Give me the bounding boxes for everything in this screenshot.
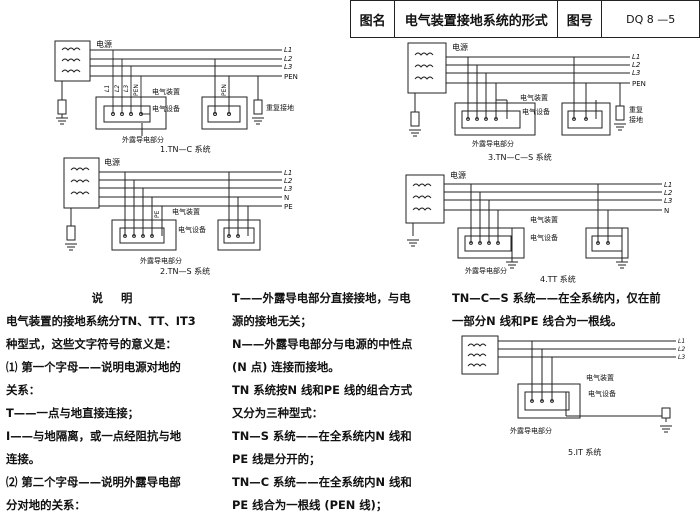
diagram-tns: 电源 L1 L2 L3 N PE PE 电气装置 电气设备 外露导电部分 2.T…: [63, 157, 293, 276]
label-n-4: N: [664, 207, 669, 215]
text-column-1: 说明 电气装置的接地系统分TN、TT、IT3 种型式，这些文字符号的意义是： ⑴ …: [6, 287, 236, 517]
diagram-tt: 电源 L1 L2 L3 N 电气装置 电气设备 外露导电部分 4.TT 系统: [405, 170, 673, 284]
label-l3-4: L3: [664, 197, 672, 205]
label-l2-4: L2: [664, 189, 673, 197]
label-l1-2: L1: [284, 169, 292, 177]
label-device-5: 电气装置: [586, 373, 614, 382]
label-repeat-ground-2b: 接地: [629, 115, 643, 124]
label-pen: PEN: [284, 73, 298, 81]
text.col1-line: ⑴ 第一个字母——说明电源对地的: [6, 360, 181, 374]
label-l3: L3: [284, 63, 292, 71]
transformer-box: [54, 40, 91, 82]
text.col2-line: N——外露导电部分与电源的中性点: [232, 337, 413, 351]
label-equipment: 电气设备: [152, 104, 180, 113]
label-l1-drop: L1: [104, 85, 111, 92]
caption-tnc: 1.TN—C 系统: [160, 144, 211, 154]
diagram-tnc: 电源 L1 L2 L3 PEN L1 L2 L3 PEN 电气装置 电气设备 外…: [54, 39, 298, 154]
heading-notes: 说明: [91, 291, 151, 305]
text.col1-line: 关系：: [6, 383, 41, 397]
label-repeat-ground-1: 重复接地: [266, 103, 294, 112]
label-device-3: 电气装置: [520, 93, 548, 102]
text.col2-line: 源的接地无关；: [232, 314, 312, 328]
text.col2-line: TN—C 系统——在全系统内N 线和: [232, 475, 412, 489]
text.col1-line: ⑵ 第二个字母——说明外露导电部: [6, 475, 181, 489]
label-equipment-3: 电气设备: [522, 107, 550, 116]
label-equipment-5: 电气设备: [588, 389, 616, 398]
diagrams: 电源 L1 L2 L3 PEN L1 L2 L3 PEN 电气装置 电气设备 外…: [54, 39, 685, 457]
label-power-2: 电源: [104, 157, 120, 167]
text.col1-line: 连接。: [6, 452, 41, 466]
label-l1-3: L1: [632, 53, 640, 61]
label-pe-2: PE: [284, 203, 293, 211]
label-device-2: 电气装置: [172, 207, 200, 216]
label-pen-3: PEN: [632, 80, 646, 88]
text.col2-line: PE 线是分开的；: [232, 452, 321, 466]
label-l2-drop: L2: [114, 85, 121, 92]
title-block: 图名 电气装置接地系统的形式 图号 DQ 8 —5: [350, 0, 700, 38]
label-l3-3: L3: [632, 69, 640, 77]
label-equipment-2: 电气设备: [178, 225, 206, 234]
label-exposed-5: 外露导电部分: [510, 426, 552, 435]
label-l2: L2: [284, 55, 293, 63]
label-repeat-ground-2a: 重复: [629, 105, 643, 114]
text.col2-line: 又分为三种型式：: [232, 406, 324, 420]
caption-tncs: 3.TN—C—S 系统: [488, 152, 552, 162]
caption-tt: 4.TT 系统: [540, 274, 576, 284]
label-device: 电气装置: [152, 87, 180, 96]
text-column-3: TN—C—S 系统——在全系统内，仅在前一部分N 线和PE 线合为一根线。: [452, 287, 697, 333]
label-l3-drop: L3: [123, 85, 130, 92]
title-number-value: DQ 8 —5: [626, 12, 676, 26]
text.col2-line: TN—S 系统——在全系统内N 线和: [232, 429, 412, 443]
title-name-label: 图名: [351, 1, 396, 37]
label-l1: L1: [284, 46, 292, 54]
text.col3-line: 一部分N 线和PE 线合为一根线。: [452, 314, 623, 328]
label-equipment-4: 电气设备: [530, 233, 558, 242]
label-device-4: 电气装置: [530, 215, 558, 224]
label-l3-2: L3: [284, 185, 292, 193]
text.col1-line: I——与地隔离，或一点经阻抗与地: [6, 429, 182, 443]
label-l1-5: L1: [678, 338, 685, 345]
label-power-4: 电源: [450, 170, 466, 180]
label-pen-drop-2: PEN: [221, 84, 228, 96]
winding-icon: [61, 58, 81, 62]
text.col2-line: T——外露导电部分直接接地，与电: [232, 291, 411, 305]
label-power: 电源: [96, 39, 112, 49]
text-column-2: T——外露导电部分直接接地，与电源的接地无关； N——外露导电部分与电源的中性点…: [232, 287, 454, 517]
label-pe-drop: PE: [154, 210, 161, 218]
text.col3-line: TN—C—S 系统——在全系统内，仅在前: [452, 291, 661, 305]
title-name-value: 电气装置接地系统的形式: [395, 1, 559, 37]
label-power-3: 电源: [452, 42, 468, 52]
label-exposed: 外露导电部分: [122, 135, 164, 144]
label-l3-5: L3: [678, 354, 685, 361]
text.col1-line: 电气装置的接地系统分TN、TT、IT3: [6, 314, 196, 328]
label-l2-2: L2: [284, 177, 293, 185]
text.col1-line: 种型式，这些文字符号的意义是：: [6, 337, 177, 351]
label-l1-4: L1: [664, 181, 672, 189]
text.col2-line: PE 线合为一根线 (PEN 线)；: [232, 498, 388, 512]
diagram-it: L1 L2 L3 电气装置 电气设备 外露导电部分 5.IT 系统: [461, 335, 685, 457]
caption-it: 5.IT 系统: [568, 447, 601, 457]
text.col1-line: T——一点与地直接连接；: [6, 406, 140, 420]
caption-tns: 2.TN—S 系统: [160, 266, 210, 276]
title-number-label: 图号: [558, 1, 603, 37]
diagram-tncs: 电源 L1 L2 L3 PEN 电气装置 电气设备 外露导电部分 重复 接地 3…: [407, 42, 646, 162]
text.col1-line: 分对地的关系：: [6, 498, 86, 512]
text.col2-line: (N 点) 连接而接地。: [232, 360, 340, 374]
label-exposed-3: 外露导电部分: [472, 139, 514, 148]
label-l2-3: L2: [632, 61, 641, 69]
label-exposed-2: 外露导电部分: [140, 256, 182, 265]
label-l2-5: L2: [678, 346, 685, 353]
label-pen-drop: PEN: [133, 84, 140, 96]
label-n-2: N: [284, 194, 289, 202]
label-exposed-4: 外露导电部分: [465, 266, 507, 275]
winding-icon: [61, 47, 81, 51]
winding-icon: [61, 69, 81, 73]
text.col2-line: TN 系统按N 线和PE 线的组合方式: [232, 383, 413, 397]
